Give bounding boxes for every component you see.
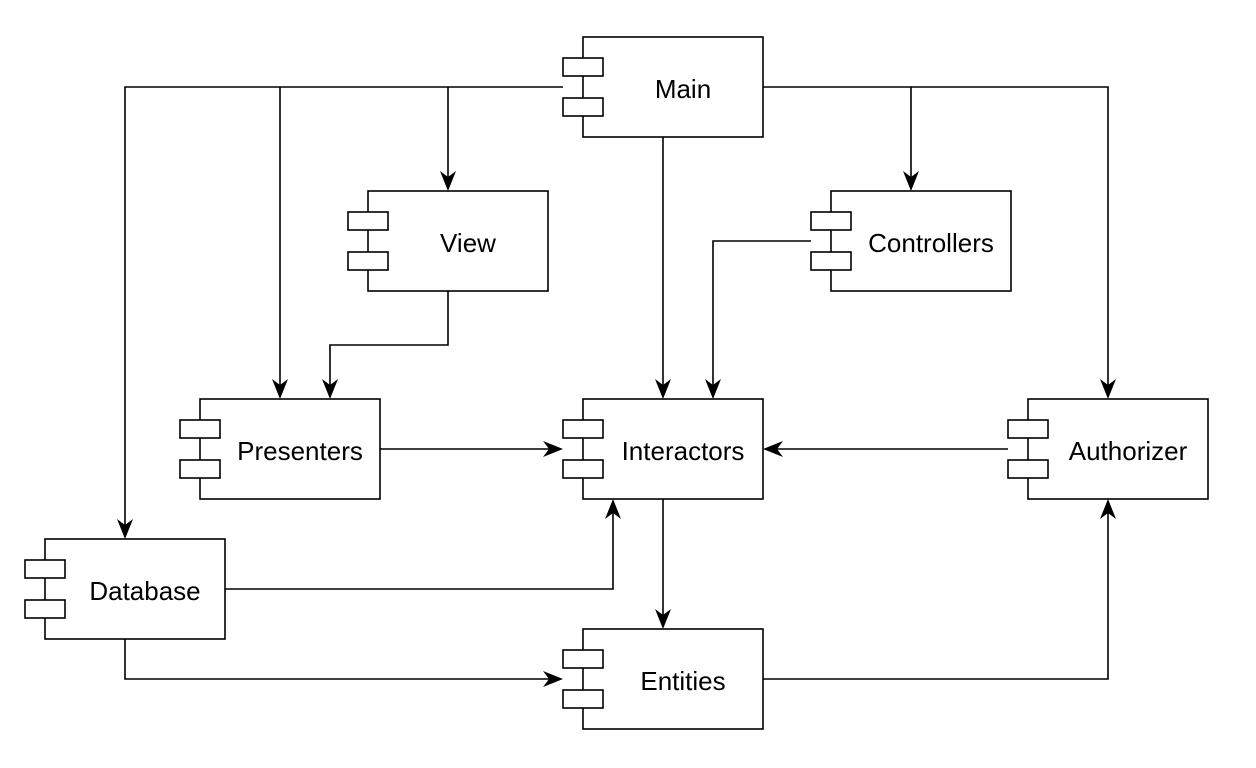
component-authorizer[interactable]: Authorizer bbox=[1007, 398, 1209, 500]
component-icon-tab bbox=[24, 559, 66, 579]
arrow-main-authorizer bbox=[911, 86, 1116, 399]
component-main[interactable]: Main bbox=[562, 36, 764, 138]
arrowhead-main-authorizer bbox=[1100, 379, 1116, 399]
component-icon-tab bbox=[562, 57, 604, 77]
arrow-controllers-interactors bbox=[705, 240, 811, 399]
component-label: Database bbox=[89, 576, 200, 606]
arrowhead-main-presenters bbox=[272, 379, 288, 399]
component-box bbox=[582, 398, 764, 500]
arrow-interactors-entities bbox=[655, 499, 671, 629]
arrowhead-authorizer-interactors bbox=[763, 441, 783, 457]
arrow-line-main-database bbox=[124, 86, 563, 525]
component-label: View bbox=[440, 228, 496, 258]
arrow-main-presenters bbox=[272, 87, 288, 399]
component-label: Controllers bbox=[868, 228, 994, 258]
component-icon-tab bbox=[562, 689, 604, 709]
arrow-line-database-entities bbox=[124, 639, 549, 680]
component-interactors[interactable]: Interactors bbox=[562, 398, 764, 500]
arrow-line-view-presenters bbox=[329, 291, 449, 385]
component-icon-tab bbox=[347, 211, 389, 231]
arrow-main-controllers bbox=[763, 86, 919, 191]
arrowhead-presenters-interactors bbox=[543, 441, 563, 457]
component-icon-tab bbox=[562, 419, 604, 439]
component-icon-tab bbox=[1007, 419, 1049, 439]
arrow-database-interactors bbox=[225, 499, 621, 590]
component-icon-tab bbox=[562, 459, 604, 479]
arrow-line-main-authorizer bbox=[911, 86, 1109, 385]
component-box bbox=[830, 190, 1012, 292]
component-box bbox=[1027, 398, 1209, 500]
component-icon-tab bbox=[179, 419, 221, 439]
arrowhead-controllers-interactors bbox=[705, 379, 721, 399]
component-icon-tab bbox=[562, 97, 604, 117]
component-label: Main bbox=[655, 74, 711, 104]
arrowhead-main-interactors bbox=[655, 379, 671, 399]
component-entities[interactable]: Entities bbox=[562, 628, 764, 730]
component-box bbox=[367, 190, 549, 292]
arrowhead-entities-authorizer bbox=[1100, 499, 1116, 519]
arrowhead-interactors-entities bbox=[655, 609, 671, 629]
arrow-line-entities-authorizer bbox=[763, 513, 1109, 680]
component-box bbox=[582, 36, 764, 138]
component-label: Interactors bbox=[622, 436, 745, 466]
arrow-view-presenters bbox=[322, 291, 449, 399]
component-box bbox=[44, 538, 226, 640]
component-icon-tab bbox=[347, 251, 389, 271]
component-view[interactable]: View bbox=[347, 190, 549, 292]
arrowhead-database-entities bbox=[543, 671, 563, 687]
component-box bbox=[582, 628, 764, 730]
arrow-line-controllers-interactors bbox=[712, 240, 811, 385]
component-icon-tab bbox=[179, 459, 221, 479]
component-database[interactable]: Database bbox=[24, 538, 226, 640]
component-label: Presenters bbox=[237, 436, 363, 466]
arrow-line-main-controllers bbox=[763, 86, 912, 177]
arrowhead-database-interactors bbox=[605, 499, 621, 519]
arrowhead-main-controllers bbox=[903, 171, 919, 191]
arrow-main-database bbox=[117, 86, 563, 539]
arrow-line-database-interactors bbox=[225, 513, 614, 590]
arrowhead-main-view bbox=[440, 171, 456, 191]
component-icon-tab bbox=[562, 649, 604, 669]
arrow-database-entities bbox=[124, 639, 563, 687]
component-presenters[interactable]: Presenters bbox=[179, 398, 381, 500]
component-icon-tab bbox=[24, 599, 66, 619]
arrow-main-view bbox=[440, 87, 456, 191]
arrow-entities-authorizer bbox=[763, 499, 1116, 680]
component-icon-tab bbox=[810, 251, 852, 271]
arrow-main-interactors bbox=[655, 137, 671, 399]
arrow-authorizer-interactors bbox=[763, 441, 1008, 457]
component-controllers[interactable]: Controllers bbox=[810, 190, 1012, 292]
component-label: Entities bbox=[640, 666, 725, 696]
arrowhead-main-database bbox=[117, 519, 133, 539]
arrowhead-view-presenters bbox=[322, 379, 338, 399]
component-icon-tab bbox=[810, 211, 852, 231]
dependency-arrows bbox=[117, 86, 1116, 687]
component-box bbox=[199, 398, 381, 500]
component-label: Authorizer bbox=[1069, 436, 1188, 466]
arrow-presenters-interactors bbox=[380, 441, 563, 457]
component-icon-tab bbox=[1007, 459, 1049, 479]
